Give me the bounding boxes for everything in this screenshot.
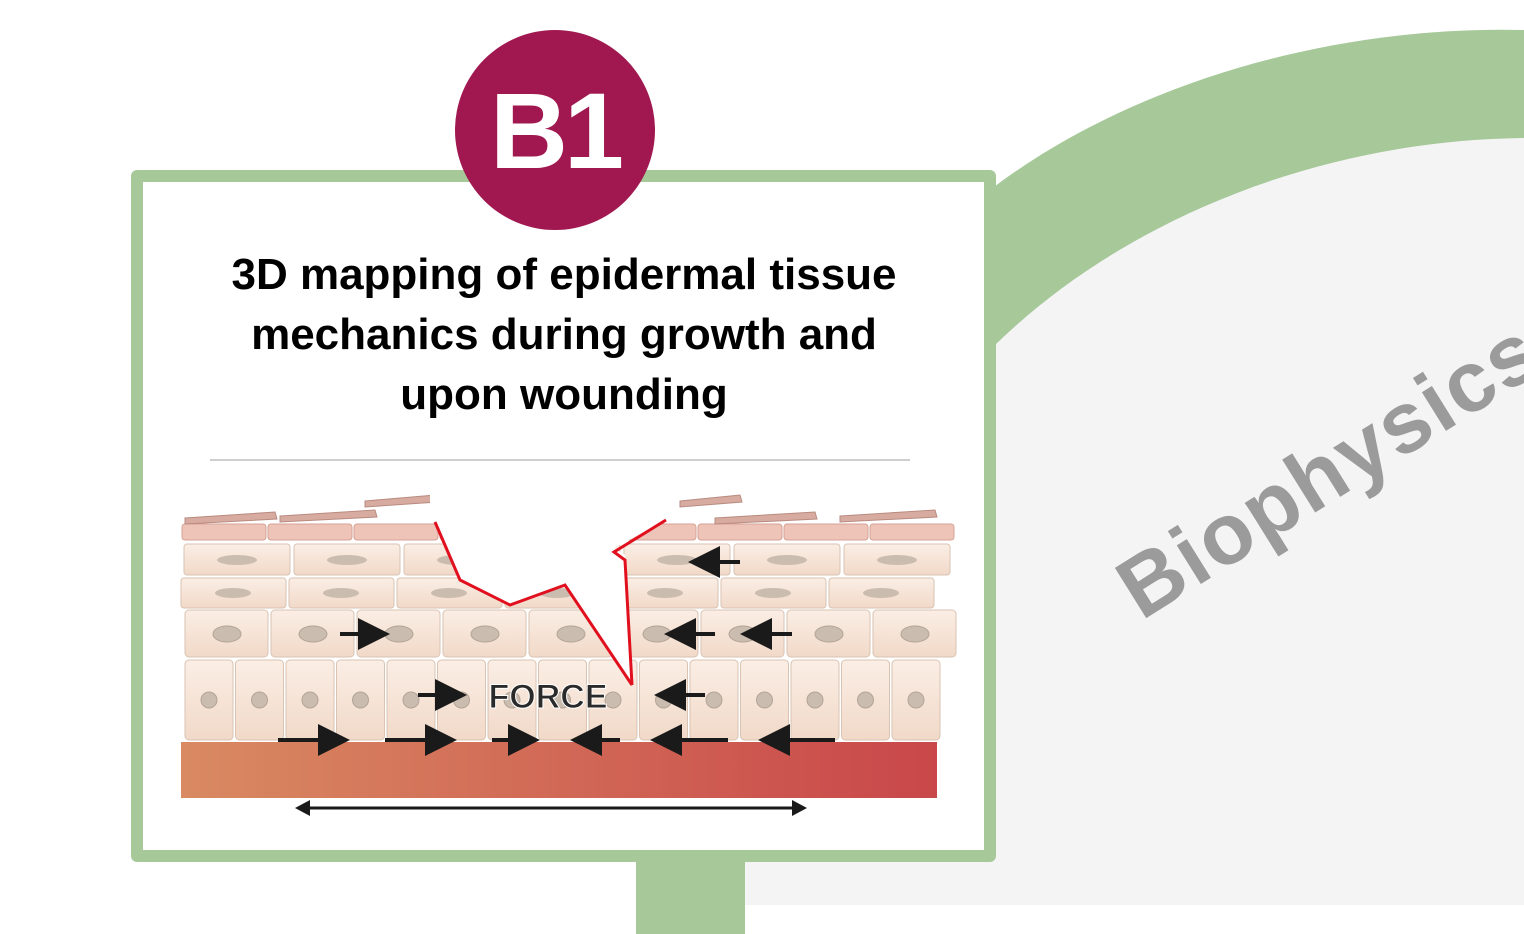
granular-nucleus [431,588,467,598]
title-line-1: 3D mapping of epidermal tissue [231,250,897,299]
granular-nucleus [863,588,899,598]
basal-nucleus [705,691,723,709]
connector-stem [636,860,745,934]
surface-flake [184,511,278,525]
basement-membrane [181,742,937,798]
granular-nucleus [647,588,683,598]
upper-nucleus [657,555,697,565]
surface-flake [839,509,938,523]
cornified-strip [353,523,439,541]
spinous-nucleus [556,625,586,643]
basal-nucleus [352,691,369,709]
basal-nucleus [907,691,925,709]
upper-nucleus [327,555,367,565]
surface-flakes [184,494,938,525]
spinous-nucleus [470,625,500,643]
tissue-diagram: FORCE [180,480,957,816]
surface-flake [364,494,438,508]
basal-nucleus [453,691,470,709]
spinous-nucleus [384,625,414,643]
cornified-strip [783,523,869,541]
basal-nucleus [806,691,824,709]
title-line-2: mechanics during growth and [251,310,877,359]
force-arrows [278,546,835,756]
basal-nucleus [301,691,319,709]
wound-outline [433,518,667,686]
grey-arc-fill [745,138,1524,905]
basal-nucleus [251,691,268,709]
cornified-strip [181,523,267,541]
project-title: 3D mapping of epidermal tissue mechanics… [160,245,968,425]
granular-nucleus [755,588,791,598]
force-label: FORCE [489,678,608,716]
cornified-strip [267,523,353,541]
upper-nucleus [217,555,257,565]
basal-nucleus [857,691,874,709]
spinous-nucleus [900,625,930,643]
cornified-strip [697,523,783,541]
bottom-white-strip [745,905,1524,934]
spinous-nucleus [814,625,844,643]
upper-nucleus [767,555,807,565]
project-badge: B1 [455,30,655,230]
spinous-nucleus [298,625,328,643]
spinous-nucleus [212,625,242,643]
basal-nucleus [604,691,622,709]
title-divider [210,459,910,461]
cornified-strip [869,523,955,541]
basal-nucleus [200,691,218,709]
wound-gap [430,480,666,685]
spinous-nucleus [642,625,672,643]
granular-nucleus [323,588,359,598]
surface-flake [679,494,743,508]
basal-nucleus [402,691,420,709]
basal-nucleus [554,691,571,709]
double-arrow-icon [295,800,807,816]
basal-nucleus [503,691,521,709]
upper-nucleus [877,555,917,565]
granular-nucleus [215,588,251,598]
surface-flake [279,509,378,523]
surface-flake [714,511,818,525]
basal-nucleus [756,691,773,709]
title-line-3: upon wounding [400,370,728,419]
